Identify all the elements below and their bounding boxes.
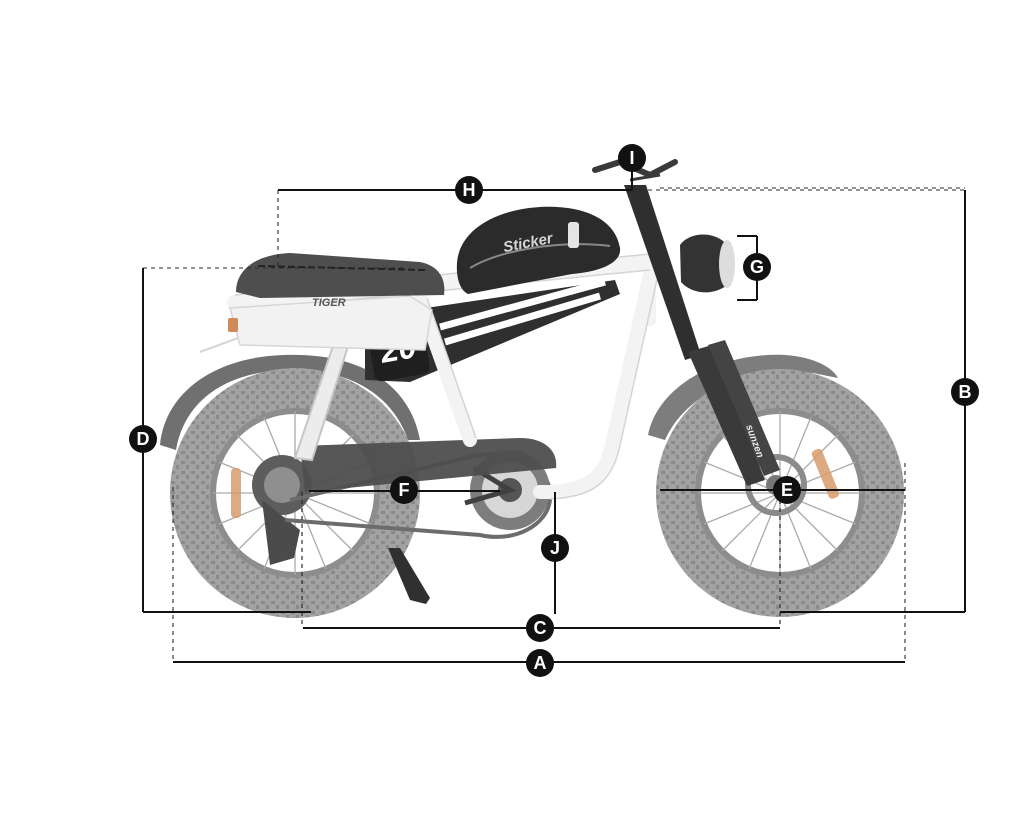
tail-light	[228, 318, 238, 332]
seat	[236, 253, 445, 298]
front-fender	[648, 354, 838, 440]
svg-text:F: F	[399, 480, 410, 500]
marker-d: D	[129, 425, 157, 453]
rear-wheel	[170, 368, 420, 618]
marker-f: F	[390, 476, 418, 504]
marker-g: G	[743, 253, 771, 281]
kickstand	[388, 548, 430, 604]
marker-i: I	[618, 144, 646, 172]
svg-text:G: G	[750, 257, 764, 277]
e-bike-illustration: 20 TIGER Sticker	[160, 158, 904, 618]
license-bracket	[199, 337, 239, 353]
marker-c: C	[526, 614, 554, 642]
headlight	[680, 234, 735, 293]
rear-body-panel	[229, 295, 433, 351]
fuel-tank	[456, 206, 621, 294]
svg-text:B: B	[959, 382, 972, 402]
marker-e: E	[773, 476, 801, 504]
svg-text:A: A	[534, 653, 547, 673]
rear-fender	[160, 354, 420, 450]
svg-text:H: H	[463, 180, 476, 200]
svg-text:D: D	[137, 429, 150, 449]
marker-a: A	[526, 649, 554, 677]
svg-text:I: I	[629, 148, 634, 168]
svg-text:C: C	[534, 618, 547, 638]
frame-logo-text: TIGER	[312, 297, 346, 309]
dimension-markers: A B C D E F G H	[129, 144, 979, 677]
marker-j: J	[541, 534, 569, 562]
marker-b: B	[951, 378, 979, 406]
marker-h: H	[455, 176, 483, 204]
svg-text:J: J	[550, 538, 560, 558]
swingarm	[300, 438, 557, 492]
front-fork: sunzen	[624, 185, 780, 486]
svg-text:E: E	[781, 480, 793, 500]
